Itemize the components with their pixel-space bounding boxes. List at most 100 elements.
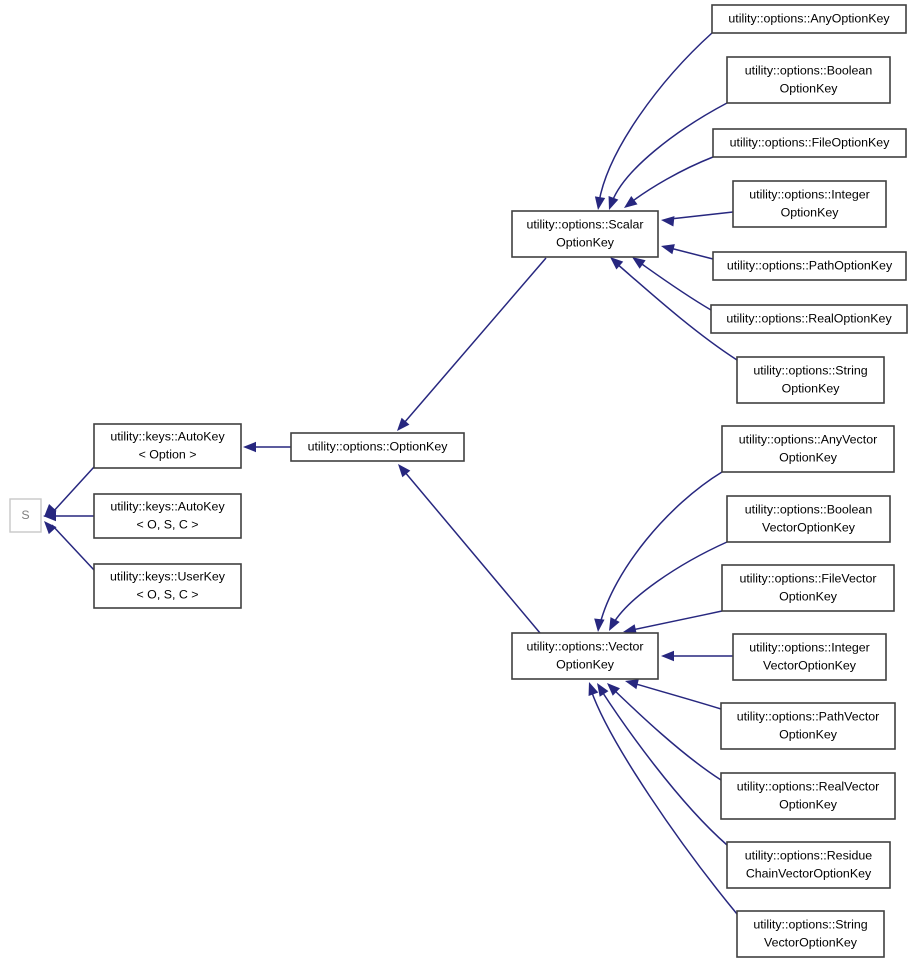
inheritance-edge-booleanvector-optionkey-to-vector-optionkey: [609, 541, 728, 631]
edge-line: [615, 262, 738, 361]
arrowhead-icon: [44, 503, 57, 517]
arrowhead-icon: [661, 216, 675, 227]
class-node-box[interactable]: [93, 563, 242, 609]
class-node-file-optionkey[interactable]: utility::options::FileOptionKey: [712, 128, 907, 158]
class-node-label-line: utility::options::Residue: [745, 848, 873, 862]
class-node-real-optionkey[interactable]: utility::options::RealOptionKey: [710, 304, 908, 334]
inheritance-edge-anyvector-optionkey-to-vector-optionkey: [594, 471, 723, 632]
class-node-box[interactable]: [736, 356, 885, 404]
class-node-box[interactable]: [290, 432, 465, 462]
class-node-box[interactable]: [736, 910, 885, 958]
class-node-box[interactable]: [726, 56, 891, 104]
class-node-userkey-osc[interactable]: utility::keys::UserKey< O, S, C >: [93, 563, 242, 609]
class-node-label-line: OptionKey: [779, 797, 838, 811]
arrowhead-icon: [397, 417, 410, 431]
arrowhead-icon: [661, 650, 674, 662]
class-node-box[interactable]: [711, 4, 907, 34]
class-node-label-line: utility::options::AnyOptionKey: [728, 11, 890, 25]
class-node-label-line: OptionKey: [556, 657, 615, 671]
class-node-label-line: utility::options::OptionKey: [308, 439, 449, 453]
class-node-label-line: utility::options::Scalar: [526, 217, 643, 231]
class-node-box[interactable]: [726, 841, 891, 889]
edge-line: [611, 102, 728, 203]
inheritance-edge-boolean-optionkey-to-scalar-optionkey: [608, 102, 728, 210]
arrowhead-icon: [597, 683, 609, 697]
inheritance-edge-real-optionkey-to-scalar-optionkey: [632, 257, 712, 311]
class-node-label-line: utility::options::PathVector: [737, 709, 880, 723]
class-node-box[interactable]: [511, 210, 659, 258]
class-node-box[interactable]: [712, 251, 907, 281]
class-node-box[interactable]: [93, 423, 242, 469]
class-node-label-line: OptionKey: [556, 235, 615, 249]
class-node-label-line: utility::options::String: [753, 917, 867, 931]
edge-line: [612, 688, 722, 781]
class-node-label-line: utility::options::PathOptionKey: [727, 258, 893, 272]
class-node-label-line: OptionKey: [782, 381, 841, 395]
class-node-residuechainvector-optionkey[interactable]: utility::options::ResidueChainVectorOpti…: [726, 841, 891, 889]
inheritance-edge-path-optionkey-to-scalar-optionkey: [661, 244, 714, 260]
arrowhead-icon: [661, 244, 675, 255]
class-node-label-line: OptionKey: [780, 81, 839, 95]
class-node-autokey-osc[interactable]: utility::keys::AutoKey< O, S, C >: [93, 493, 242, 539]
inheritance-edge-vector-optionkey-to-optionkey: [398, 464, 541, 634]
class-node-box[interactable]: [726, 495, 891, 543]
class-node-box[interactable]: [93, 493, 242, 539]
class-node-label-line: OptionKey: [779, 589, 838, 603]
class-node-label-line: utility::options::Boolean: [745, 502, 873, 516]
inheritance-edge-integervector-optionkey-to-vector-optionkey: [661, 650, 733, 662]
inheritance-edge-any-optionkey-to-scalar-optionkey: [594, 32, 713, 210]
arrowhead-icon: [607, 683, 620, 696]
edge-line: [51, 466, 95, 514]
class-node-label-line: utility::options::RealVector: [737, 779, 880, 793]
edge-line: [669, 211, 734, 220]
class-node-box[interactable]: [712, 128, 907, 158]
arrowhead-icon: [594, 196, 606, 210]
class-node-box[interactable]: [710, 304, 908, 334]
class-node-s[interactable]: S: [9, 498, 42, 533]
inheritance-edge-filevector-optionkey-to-vector-optionkey: [623, 610, 723, 635]
class-node-box[interactable]: [721, 425, 895, 473]
edges-layer: [43, 32, 738, 915]
class-node-label-line: utility::options::FileVector: [739, 571, 876, 585]
class-node-label-line: utility::options::FileOptionKey: [730, 135, 891, 149]
arrowhead-icon: [43, 510, 56, 522]
class-node-label-line: ChainVectorOptionKey: [746, 866, 872, 880]
class-node-label-line: OptionKey: [781, 205, 840, 219]
class-node-path-optionkey[interactable]: utility::options::PathOptionKey: [712, 251, 907, 281]
arrowhead-icon: [398, 464, 411, 478]
class-node-label-line: VectorOptionKey: [764, 935, 858, 949]
inheritance-edge-scalar-optionkey-to-optionkey: [397, 257, 547, 431]
class-node-label-line: utility::options::Integer: [749, 640, 870, 654]
class-node-label-line: utility::options::Vector: [526, 639, 643, 653]
class-node-optionkey[interactable]: utility::options::OptionKey: [290, 432, 465, 462]
class-node-box[interactable]: [721, 564, 895, 612]
class-node-autokey-option[interactable]: utility::keys::AutoKey< Option >: [93, 423, 242, 469]
inheritance-edge-integer-optionkey-to-scalar-optionkey: [661, 211, 734, 227]
edge-line: [598, 32, 713, 203]
arrowhead-icon: [243, 441, 256, 453]
class-node-box[interactable]: [720, 702, 896, 750]
arrowhead-icon: [623, 624, 637, 635]
class-node-label-line: utility::options::RealOptionKey: [726, 311, 892, 325]
class-node-vector-optionkey[interactable]: utility::options::VectorOptionKey: [511, 632, 659, 680]
arrowhead-icon: [44, 521, 57, 535]
class-node-box[interactable]: [732, 633, 887, 681]
class-node-box[interactable]: [511, 632, 659, 680]
class-node-box[interactable]: [732, 180, 887, 228]
class-node-box[interactable]: [720, 772, 896, 820]
class-node-box[interactable]: [9, 498, 42, 533]
inheritance-edge-realvector-optionkey-to-vector-optionkey: [607, 683, 722, 781]
class-node-any-optionkey[interactable]: utility::options::AnyOptionKey: [711, 4, 907, 34]
